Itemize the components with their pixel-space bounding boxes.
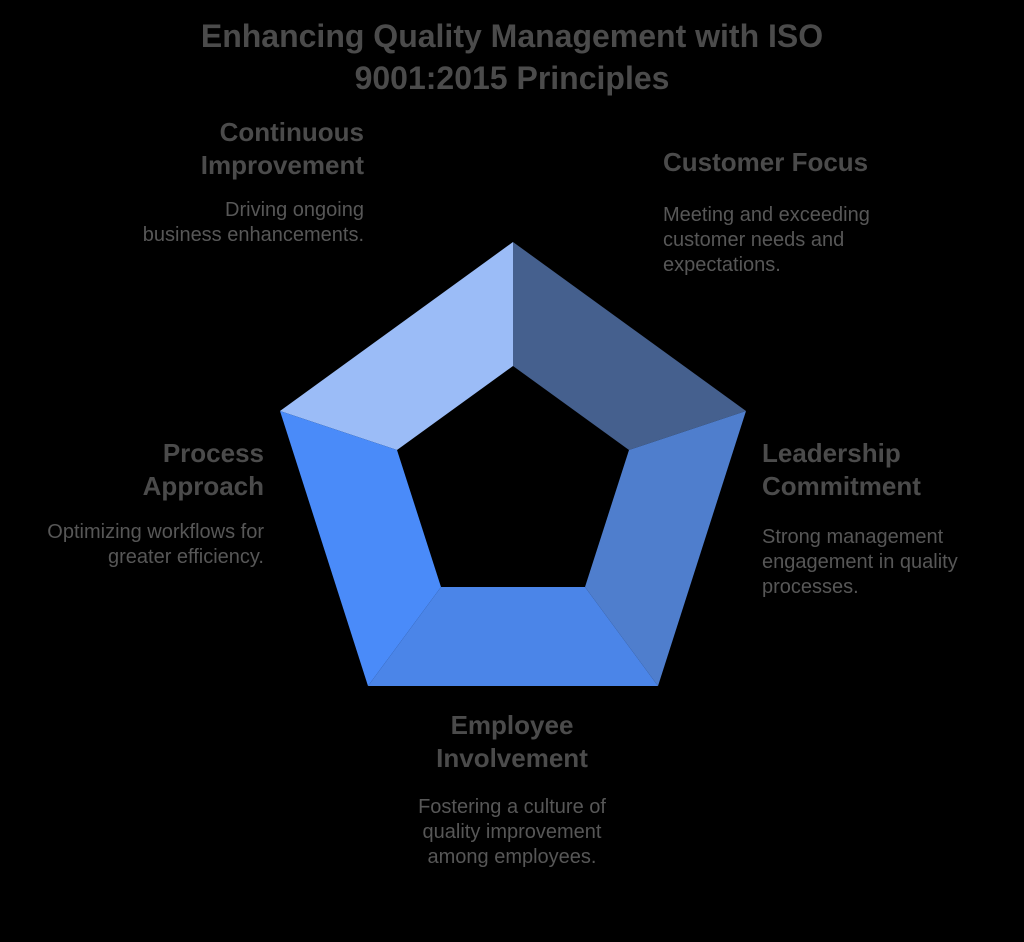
description-line: Driving ongoing	[225, 199, 364, 221]
page-title-line-1: Enhancing Quality Management with ISO	[200, 18, 824, 54]
description-line: Strong management	[762, 526, 944, 548]
heading-line: Commitment	[762, 470, 921, 501]
heading-line: Customer Focus	[663, 147, 869, 177]
description-line: quality improvement	[422, 821, 602, 844]
principle-heading-process-approach: Process Approach	[0, 437, 264, 502]
pentagon-segment-continuous-improvement	[280, 242, 513, 450]
pentagon-segment-employee-involvement	[368, 587, 658, 686]
pentagon-segment-leadership-commitment	[585, 411, 746, 686]
principle-process-approach: Process Approach Optimizing workflows fo…	[0, 437, 264, 570]
description-line: engagement in quality	[762, 551, 958, 574]
principle-description-employee-involvement: Fostering a culture of quality improveme…	[322, 795, 702, 871]
description-line: Fostering a culture of	[418, 796, 606, 818]
principle-leadership-commitment: Leadership Commitment Strong management …	[762, 437, 1024, 601]
principle-description-leadership-commitment: Strong management engagement in quality …	[762, 525, 1024, 601]
principle-heading-employee-involvement: Employee Involvement	[322, 709, 702, 774]
description-line: Meeting and exceeding	[663, 203, 870, 226]
principle-customer-focus: Customer Focus Meeting and exceeding cus…	[663, 146, 963, 278]
principle-description-process-approach: Optimizing workflows for greater efficie…	[0, 520, 264, 570]
heading-line: Process	[162, 438, 264, 468]
heading-line: Employee	[450, 710, 574, 740]
heading-line: Continuous	[219, 117, 364, 147]
principle-heading-leadership-commitment: Leadership Commitment	[762, 437, 1024, 502]
heading-line: Improvement	[200, 149, 364, 180]
principle-employee-involvement: Employee Involvement Fostering a culture…	[322, 709, 702, 871]
description-line: expectations.	[663, 253, 781, 276]
heading-line: Approach	[142, 470, 264, 501]
description-line: processes.	[762, 576, 859, 599]
description-line: customer needs and	[663, 228, 845, 251]
description-line: among employees.	[427, 846, 597, 869]
principle-description-continuous-improvement: Driving ongoing business enhancements.	[4, 198, 364, 248]
heading-line: Leadership	[762, 438, 901, 468]
principle-heading-continuous-improvement: Continuous Improvement	[4, 116, 364, 181]
description-line: Optimizing workflows for	[47, 521, 264, 543]
page-title: Enhancing Quality Management with ISO 90…	[0, 16, 1024, 99]
heading-line: Involvement	[436, 742, 588, 773]
description-line: business enhancements.	[142, 224, 364, 247]
description-line: greater efficiency.	[107, 546, 264, 569]
principle-heading-customer-focus: Customer Focus	[663, 146, 963, 179]
pentagon-segment-customer-focus	[513, 242, 746, 450]
principle-description-customer-focus: Meeting and exceeding customer needs and…	[663, 203, 963, 279]
principle-continuous-improvement: Continuous Improvement Driving ongoing b…	[4, 116, 364, 248]
page-title-line-2: 9001:2015 Principles	[354, 59, 670, 96]
pentagon-segment-process-approach	[280, 411, 441, 686]
